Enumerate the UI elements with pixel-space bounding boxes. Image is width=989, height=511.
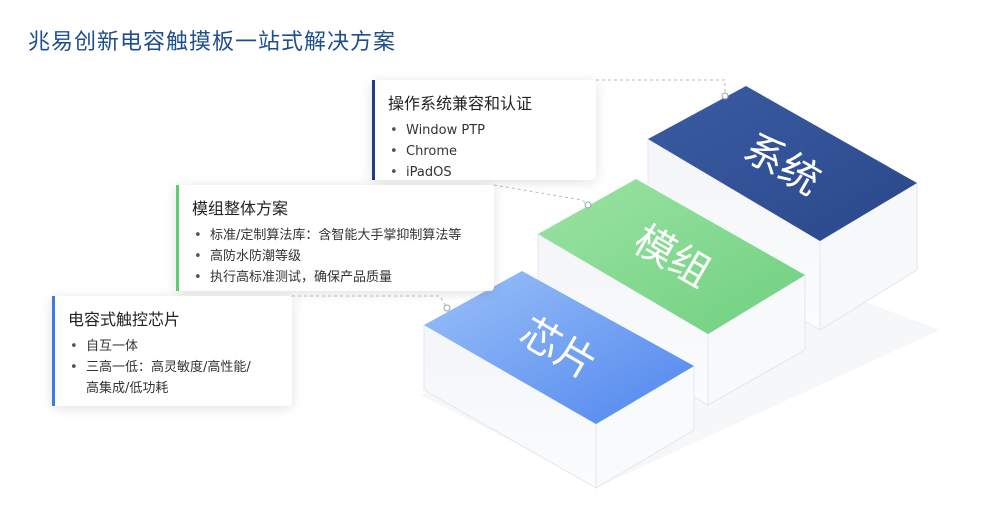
card-chip-list: •自互一体 •三高一低：高灵敏度/高性能/高集成/低功耗	[68, 336, 276, 399]
card-module-list: •标准/定制算法库：含智能大手掌抑制算法等 •高防水防潮等级 •执行高标准测试，…	[192, 225, 478, 288]
page-title: 兆易创新电容触摸板一站式解决方案	[28, 30, 397, 55]
card-chip-accent-bar	[52, 296, 55, 406]
connector-module-dot	[584, 201, 592, 209]
card-chip: 电容式触控芯片 •自互一体 •三高一低：高灵敏度/高性能/高集成/低功耗	[52, 296, 292, 406]
card-module-accent-bar	[176, 185, 179, 291]
card-module: 模组整体方案 •标准/定制算法库：含智能大手掌抑制算法等 •高防水防潮等级 •执…	[176, 185, 494, 291]
bullet-icon: •	[194, 249, 202, 264]
list-item: •执行高标准测试，确保产品质量	[192, 267, 478, 288]
list-item: •iPadOS	[388, 162, 580, 183]
card-system-accent-bar	[372, 80, 375, 180]
bullet-icon: •	[390, 123, 398, 138]
card-system: 操作系统兼容和认证 •Window PTP •Chrome •iPadOS	[372, 80, 596, 180]
block-chip: 芯片	[423, 271, 695, 489]
connector-module	[493, 184, 589, 206]
bullet-icon: •	[194, 270, 202, 285]
card-chip-title: 电容式触控芯片	[68, 310, 181, 329]
list-item: •标准/定制算法库：含智能大手掌抑制算法等	[192, 225, 478, 246]
bullet-icon: •	[194, 228, 202, 243]
bullet-icon: •	[390, 165, 398, 180]
list-item: •Window PTP	[388, 120, 580, 141]
list-item: •自互一体	[68, 336, 276, 357]
bullet-icon: •	[70, 339, 78, 354]
connector-system-dot	[721, 92, 729, 100]
bullet-icon: •	[70, 360, 78, 375]
connector-chip	[292, 295, 448, 309]
card-system-list: •Window PTP •Chrome •iPadOS	[388, 120, 580, 183]
connector-system	[596, 79, 726, 96]
bullet-icon: •	[390, 144, 398, 159]
card-module-title: 模组整体方案	[192, 199, 289, 218]
card-system-title: 操作系统兼容和认证	[388, 94, 533, 113]
connector-chip-dot	[443, 304, 451, 312]
list-item: •三高一低：高灵敏度/高性能/高集成/低功耗	[68, 357, 276, 399]
list-item: •Chrome	[388, 141, 580, 162]
list-item: •高防水防潮等级	[192, 246, 478, 267]
